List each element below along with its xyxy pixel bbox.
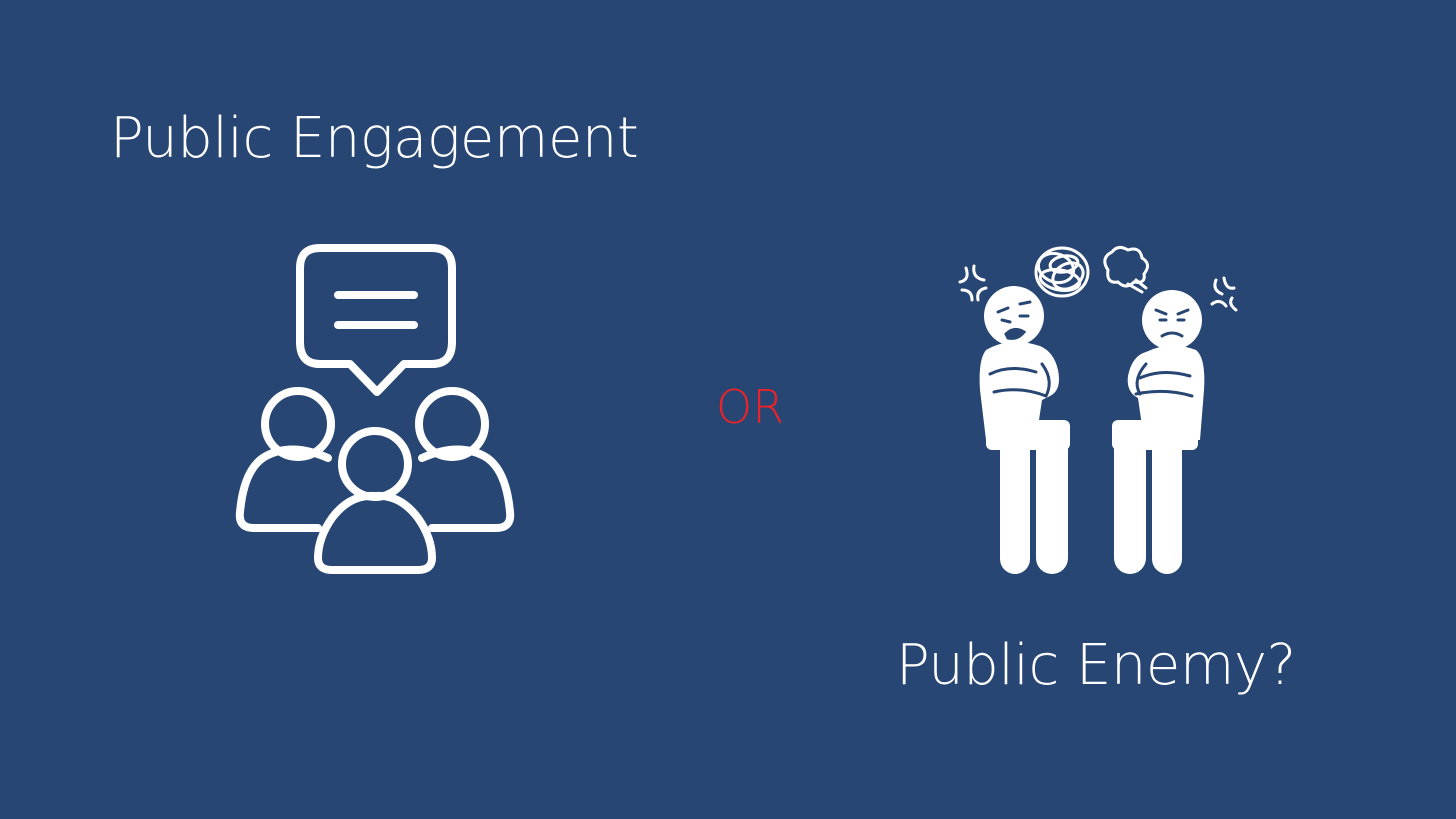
group-discussion-icon	[235, 244, 515, 574]
right-person-arms	[1134, 362, 1194, 398]
left-person-face	[996, 300, 1032, 340]
or-connector: OR	[716, 380, 785, 434]
left-person-head	[261, 387, 335, 461]
scribble-icon	[1034, 246, 1090, 298]
right-title: Public Enemy?	[896, 633, 1296, 698]
right-person-face	[1154, 308, 1190, 338]
right-angry-person	[1112, 290, 1205, 574]
left-title: Public Engagement	[110, 106, 639, 171]
center-person-body	[314, 491, 436, 574]
speech-bubble-icon	[296, 244, 456, 396]
anger-mark-right-icon	[1210, 276, 1238, 312]
angry-people-icon	[958, 245, 1238, 574]
steam-puff-icon	[1103, 245, 1149, 294]
left-person-body	[235, 445, 332, 532]
right-person-head	[415, 387, 489, 461]
right-person-body	[418, 445, 515, 532]
center-person-head	[338, 427, 412, 501]
left-person-arms	[988, 362, 1051, 398]
anger-mark-left-icon	[958, 264, 988, 302]
left-angry-person	[979, 286, 1070, 574]
